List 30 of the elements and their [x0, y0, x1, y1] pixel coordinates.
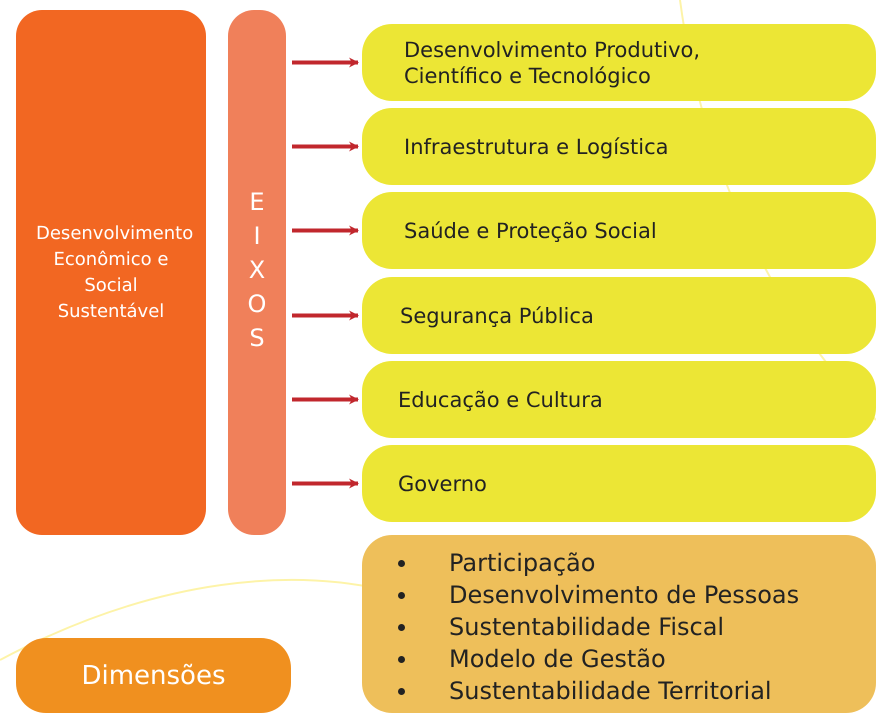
- list-item: Sustentabilidade Fiscal: [449, 612, 724, 643]
- node-text: Saúde e Proteção Social: [404, 218, 657, 244]
- axis-box: [362, 277, 876, 354]
- node-text: Segurança Pública: [400, 302, 594, 328]
- arrow: [292, 58, 359, 68]
- arrow: [292, 478, 359, 488]
- arrow: [292, 142, 359, 152]
- list-item: Desenvolvimento de Pessoas: [449, 580, 800, 611]
- dimensions-label-box: [16, 638, 291, 713]
- node-text: Desenvolvimento Econômico e Social Sustentável: [35, 222, 190, 324]
- vertical-title: EIXOS: [243, 188, 271, 358]
- node-text: Dimensões: [81, 660, 226, 690]
- arrow: [292, 310, 359, 320]
- axis-box: [362, 192, 876, 269]
- list-item: Modelo de Gestão: [449, 644, 666, 675]
- axis-box: [362, 361, 876, 438]
- list-item: Participação: [449, 548, 596, 579]
- node-text: Governo: [398, 470, 487, 496]
- axis-box: [362, 108, 876, 185]
- dimensions-box: [362, 535, 876, 713]
- node-text: Educação e Cultura: [398, 386, 603, 412]
- arrow: [292, 226, 359, 236]
- node-text: Infraestrutura e Logística: [404, 134, 669, 160]
- axis-box: [362, 24, 876, 101]
- axis-bar: [228, 10, 286, 535]
- node-text: Desenvolvimento Produtivo, Científico e Tecnológico: [404, 36, 702, 88]
- list-item: Sustentabilidade Territorial: [449, 676, 772, 707]
- main-box: [16, 10, 206, 535]
- axis-box: [362, 445, 876, 522]
- arrow: [292, 394, 359, 404]
